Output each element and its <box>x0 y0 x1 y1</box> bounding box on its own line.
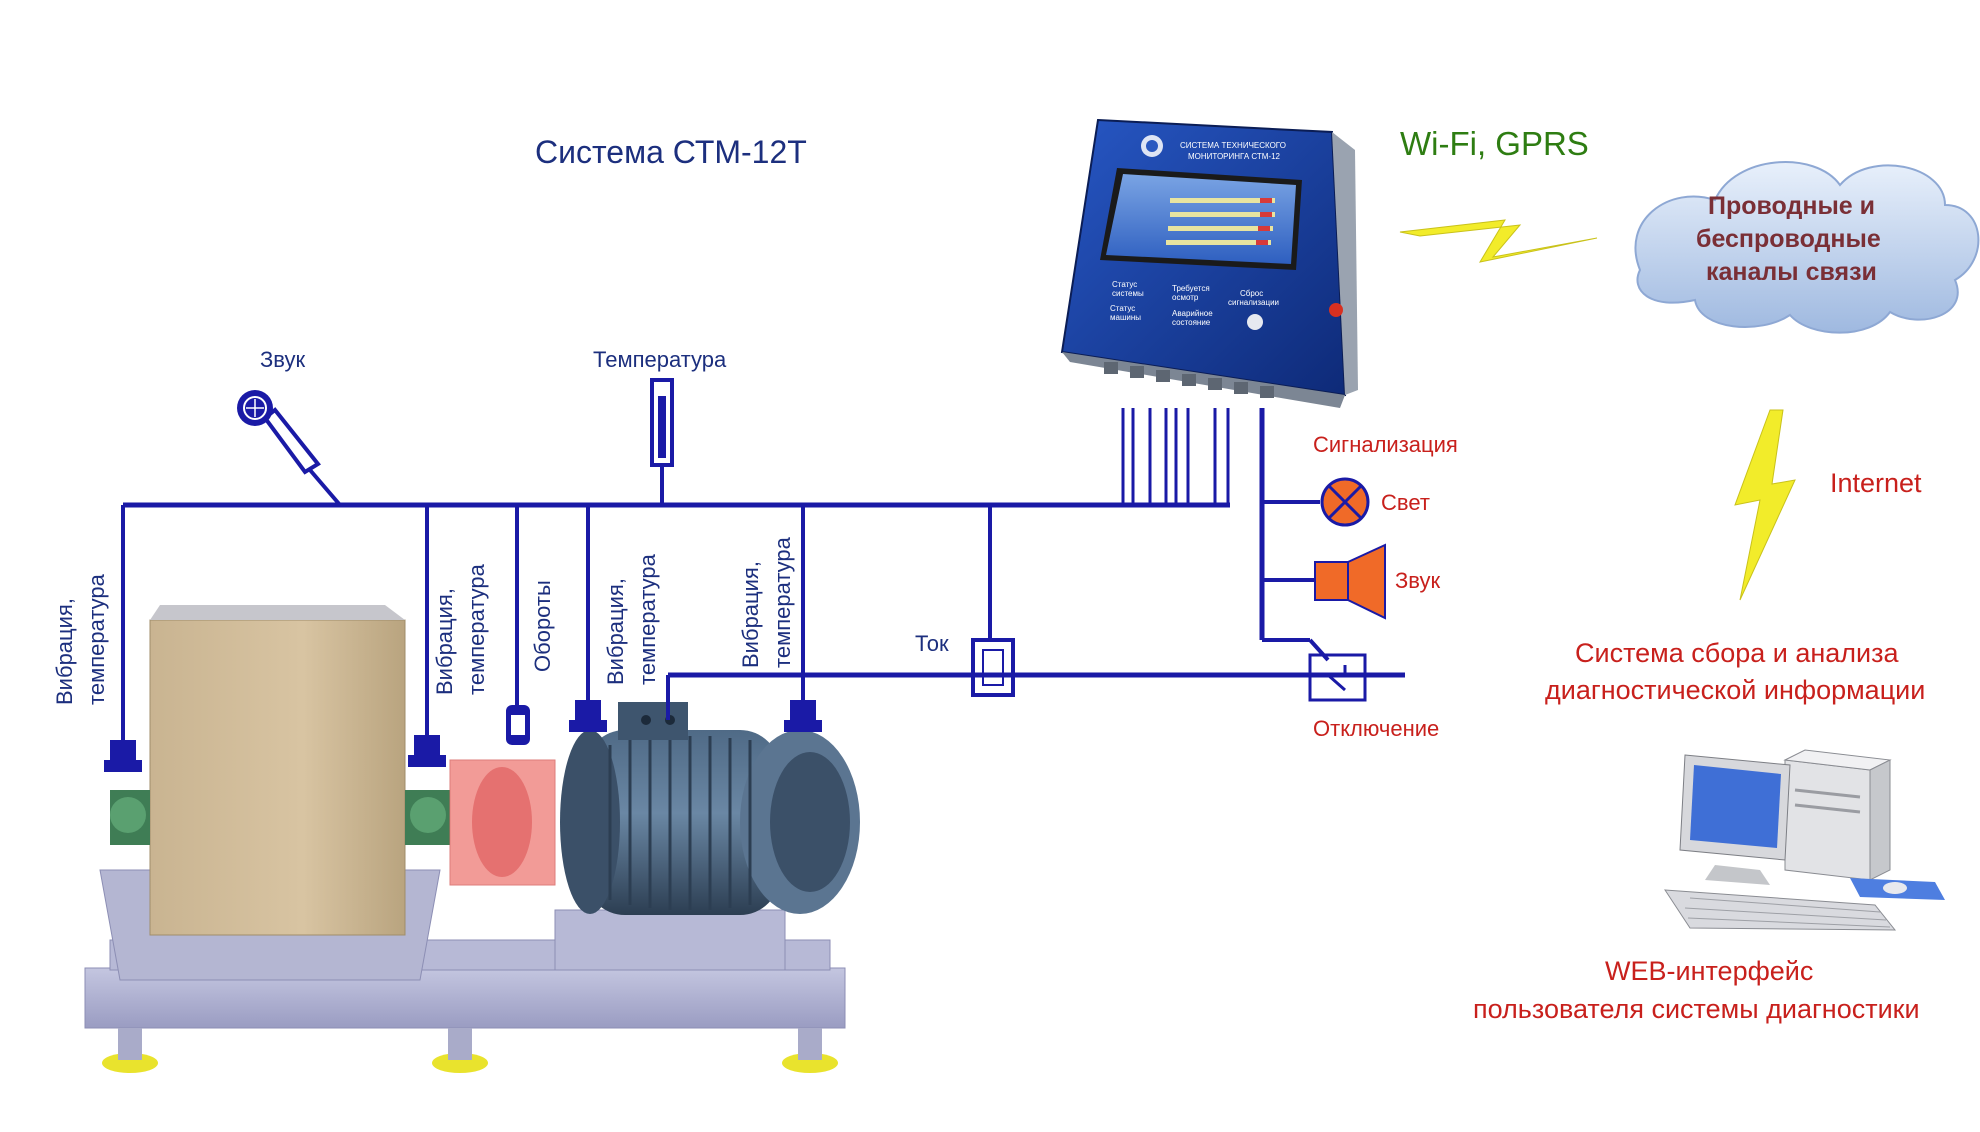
sound-sensor-label: Звук <box>260 347 305 372</box>
cloud-icon <box>1634 161 1980 334</box>
sensor-bus <box>121 408 1405 740</box>
panel-inspection-2: осмотр <box>1172 293 1199 302</box>
svg-text:температура: температура <box>84 573 109 705</box>
vibration-label-3: Вибрация, температура <box>603 553 660 685</box>
svg-text:температура: температура <box>770 536 795 668</box>
panel-status-machine: Статус <box>1110 304 1135 313</box>
cloud-label-3: каналы связи <box>1706 258 1877 286</box>
svg-text:Обороты: Обороты <box>530 580 555 672</box>
sensor-icon <box>784 700 822 732</box>
sensor-icon <box>104 740 142 772</box>
lightning-icon <box>1399 219 1598 263</box>
sensor-icon <box>408 735 446 767</box>
panel-status-system: Статус <box>1112 280 1137 289</box>
svg-text:Вибрация,: Вибрация, <box>52 598 77 705</box>
alarm-light-label: Свет <box>1381 490 1430 515</box>
current-sensor-label: Ток <box>915 631 949 656</box>
web-label-1: WEB-интерфейс <box>1605 956 1813 986</box>
svg-text:температура: температура <box>464 563 489 695</box>
alarm-shutdown-label: Отключение <box>1313 716 1439 741</box>
reset-button[interactable] <box>1247 314 1263 330</box>
switch-icon <box>1308 653 1367 702</box>
panel-emergency-2: состояние <box>1172 318 1211 327</box>
monitoring-panel: СИСТЕМА ТЕХНИЧЕСКОГО МОНИТОРИНГА СТМ-12 … <box>1060 118 1358 408</box>
panel-inspection: Требуется <box>1172 284 1210 293</box>
analysis-label-2: диагностической информации <box>1545 675 1925 705</box>
panel-reset-2: сигнализации <box>1228 298 1279 307</box>
vibration-label-4: Вибрация, температура <box>738 536 795 668</box>
vibration-label-2: Вибрация, температура <box>432 563 489 695</box>
cloud-label-2: беспроводные <box>1696 225 1881 253</box>
panel-indicator <box>1329 303 1343 317</box>
sensor-icon <box>569 700 607 732</box>
thermometer-icon <box>650 378 674 467</box>
svg-text:Вибрация,: Вибрация, <box>738 561 763 668</box>
svg-text:Вибрация,: Вибрация, <box>432 588 457 695</box>
svg-text:температура: температура <box>635 553 660 685</box>
panel-status-system-2: системы <box>1112 289 1144 298</box>
rpm-label: Обороты <box>530 580 555 672</box>
temperature-sensor-label: Температура <box>593 347 727 372</box>
speaker-icon <box>1314 543 1386 620</box>
lamp-icon <box>1320 477 1370 527</box>
cloud-label-1: Проводные и <box>1708 192 1875 220</box>
alarm-sound-label: Звук <box>1395 568 1440 593</box>
computer-icon <box>1664 749 1945 931</box>
panel-status-machine-2: машины <box>1110 313 1141 322</box>
web-label-2: пользователя системы диагностики <box>1473 994 1920 1024</box>
panel-emergency: Аварийное <box>1172 309 1213 318</box>
analysis-label-1: Система сбора и анализа <box>1575 638 1899 668</box>
panel-header-2: МОНИТОРИНГА СТМ-12 <box>1188 152 1281 161</box>
alarm-heading: Сигнализация <box>1313 432 1458 457</box>
internet-label: Internet <box>1830 468 1922 498</box>
vibration-label-1: Вибрация, температура <box>52 573 109 705</box>
microphone-icon <box>237 390 321 475</box>
lightning-icon <box>1734 409 1796 601</box>
sensor-icon <box>506 705 530 745</box>
svg-text:Вибрация,: Вибрация, <box>603 578 628 685</box>
panel-reset: Сброс <box>1240 289 1263 298</box>
diagram-title: Система СТМ-12Т <box>535 134 807 170</box>
machine-illustration <box>84 605 860 1073</box>
wifi-label: Wi-Fi, GPRS <box>1400 125 1589 162</box>
panel-header-1: СИСТЕМА ТЕХНИЧЕСКОГО <box>1180 141 1286 150</box>
current-sensor-icon <box>971 638 1015 697</box>
